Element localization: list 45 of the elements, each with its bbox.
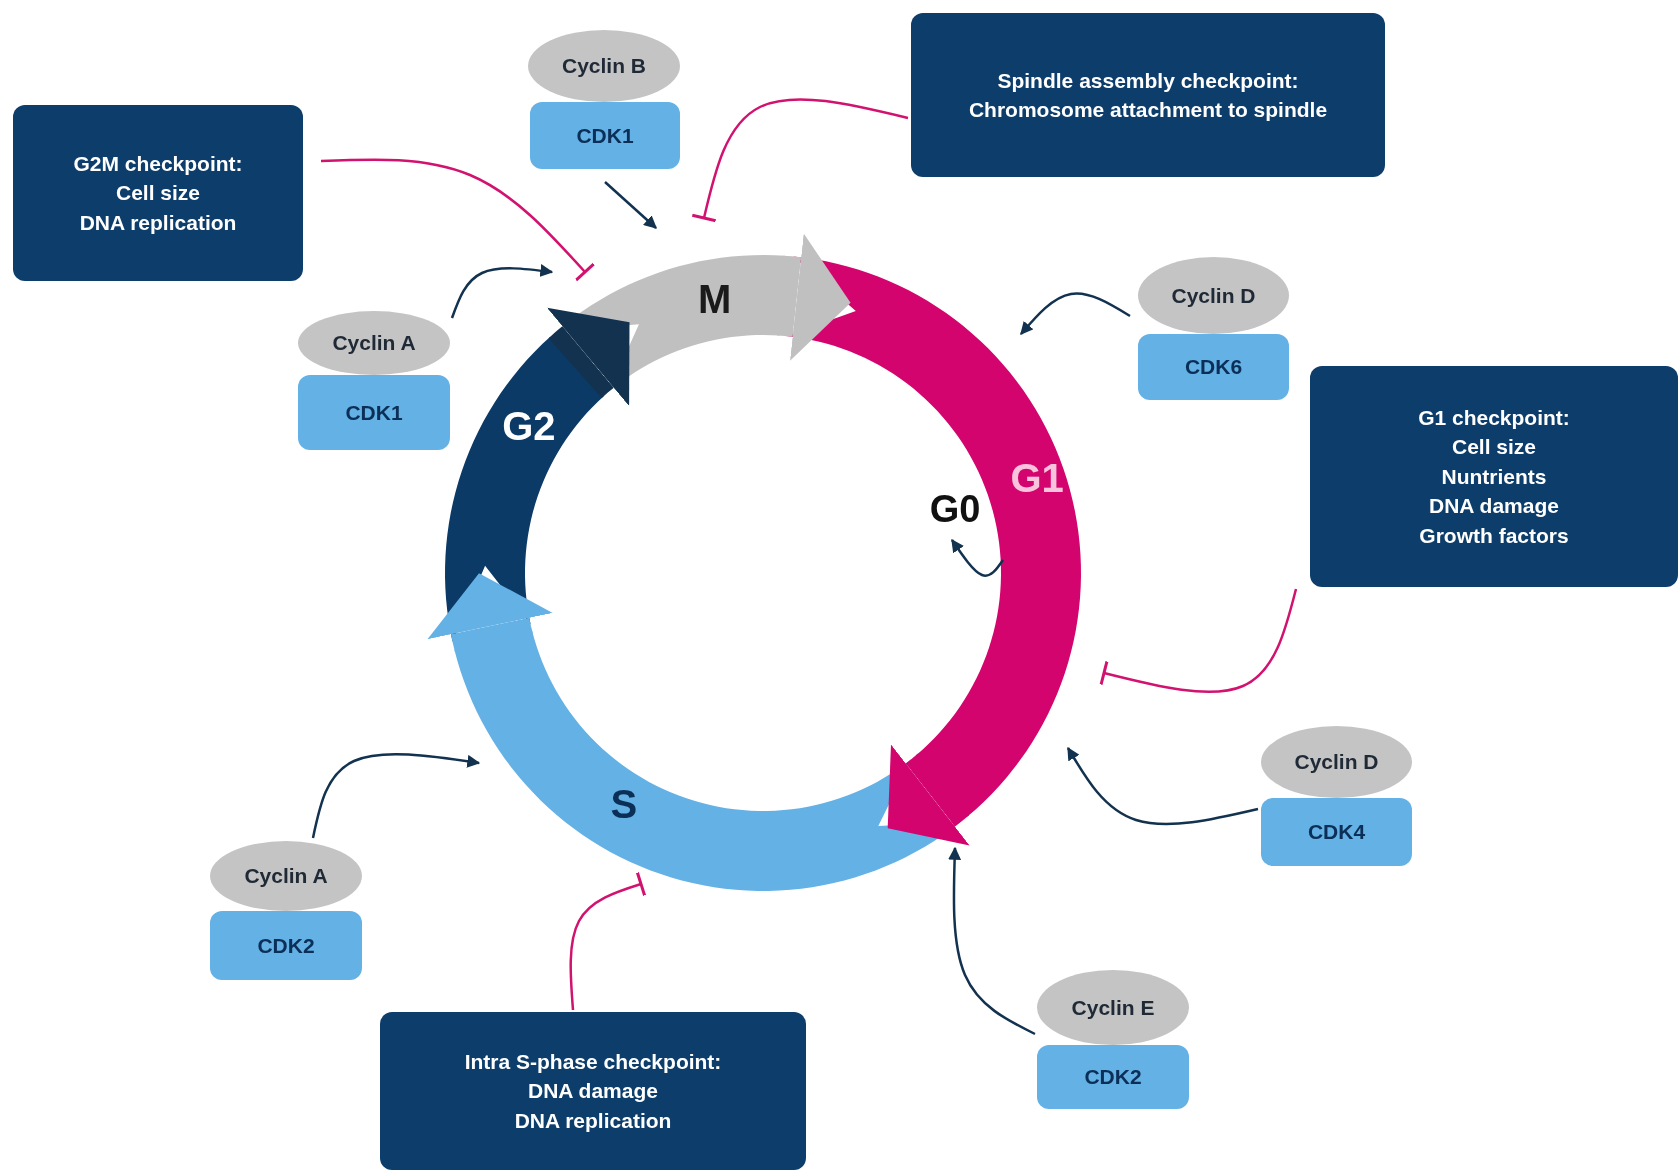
checkpoint-item: DNA damage bbox=[1429, 493, 1559, 520]
checkpoint-item: Growth factors bbox=[1419, 522, 1569, 549]
arrow bbox=[950, 538, 1005, 577]
arrow bbox=[1020, 292, 1131, 335]
inhibition-line bbox=[569, 871, 647, 1011]
cdk-box: CDK2 bbox=[210, 911, 362, 980]
checkpoint-item: DNA damage bbox=[528, 1078, 658, 1105]
arrow bbox=[604, 181, 657, 229]
checkpoint-title: G1 checkpoint: bbox=[1418, 405, 1570, 431]
arrow bbox=[1066, 746, 1259, 826]
phase-name: G2 bbox=[501, 403, 557, 451]
phase-label: G0 bbox=[915, 482, 995, 536]
cdk-box: CDK2 bbox=[1037, 1045, 1189, 1109]
checkpoint-item: Cell size bbox=[115, 180, 200, 207]
arrow bbox=[311, 753, 481, 839]
checkpoint-box bbox=[1310, 366, 1678, 587]
inhibition-line bbox=[320, 158, 596, 282]
checkpoint-item: Nuntrients bbox=[1441, 463, 1547, 490]
cyclin-ellipse: Cyclin B bbox=[528, 30, 680, 102]
cdk-box: CDK1 bbox=[530, 102, 680, 169]
checkpoint-title: G2M checkpoint: bbox=[73, 150, 243, 177]
checkpoint-item: DNA replication bbox=[514, 1107, 672, 1134]
cyclin-ellipse: Cyclin A bbox=[210, 841, 362, 911]
checkpoint-box bbox=[911, 13, 1385, 177]
cdk-box: CDK6 bbox=[1138, 334, 1289, 400]
arrow bbox=[450, 264, 554, 319]
checkpoint-title: Spindle assembly checkpoint: bbox=[997, 67, 1299, 94]
cyclin-ellipse: Cyclin D bbox=[1261, 726, 1412, 798]
checkpoint-title: Intra S-phase checkpoint: bbox=[464, 1048, 722, 1075]
phase-name: S bbox=[609, 780, 639, 828]
cyclin-ellipse: Cyclin D bbox=[1138, 257, 1289, 334]
checkpoint-box bbox=[380, 1012, 806, 1170]
arrow bbox=[948, 846, 1036, 1036]
cyclin-ellipse: Cyclin E bbox=[1037, 970, 1189, 1045]
inhibition-line bbox=[690, 98, 909, 223]
inhibition-line bbox=[1099, 588, 1298, 694]
checkpoint-item: DNA replication bbox=[79, 209, 237, 236]
cdk-box: CDK1 bbox=[298, 375, 450, 450]
checkpoint-box bbox=[13, 105, 303, 281]
phase-name: M bbox=[697, 275, 733, 323]
checkpoint-item: Cell size bbox=[1451, 434, 1536, 461]
cdk-box: CDK4 bbox=[1261, 798, 1412, 866]
cyclin-ellipse: Cyclin A bbox=[298, 311, 450, 375]
checkpoint-item: Chromosome attachment to spindle bbox=[968, 97, 1328, 123]
phase-name: G1 bbox=[1009, 455, 1065, 503]
